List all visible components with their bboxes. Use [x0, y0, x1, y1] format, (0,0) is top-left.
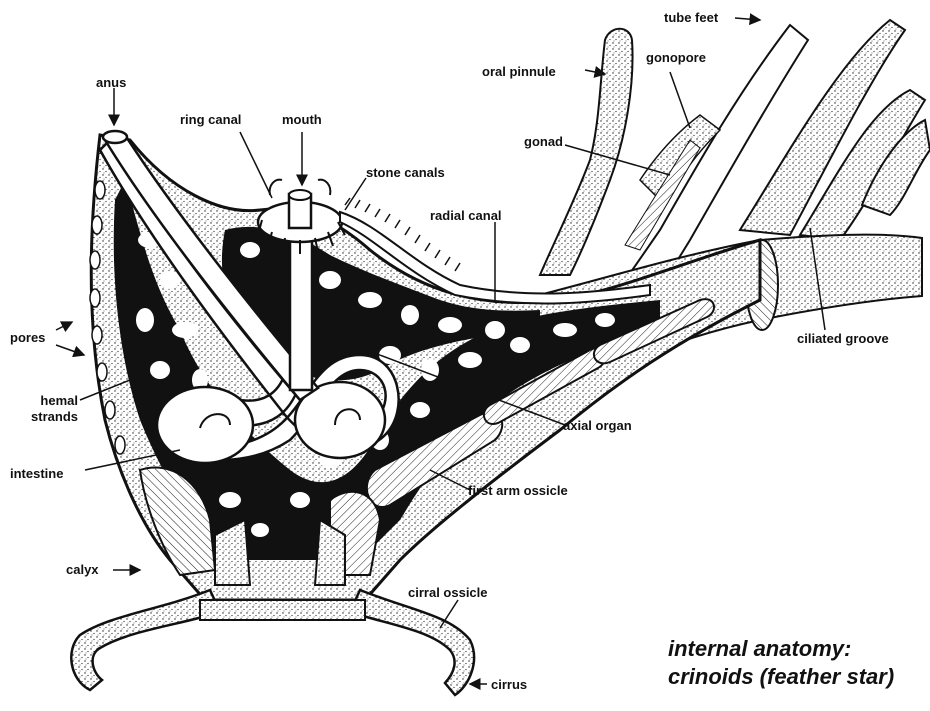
caption-line2: crinoids (feather star) [668, 663, 894, 691]
label-intestine: intestine [10, 466, 63, 481]
label-ciliated-groove: ciliated groove [797, 331, 889, 346]
label-axial-organ: axial organ [563, 418, 632, 433]
label-cirral-ossicle: cirral ossicle [408, 585, 488, 600]
label-gonad: gonad [524, 134, 563, 149]
label-tube-feet: tube feet [664, 10, 718, 25]
label-anus: anus [96, 75, 126, 90]
label-mouth: mouth [282, 112, 322, 127]
label-calyx: calyx [66, 562, 99, 577]
label-oral-pinnule: oral pinnule [482, 64, 556, 79]
cirri [71, 590, 474, 695]
label-radial-canal: radial canal [430, 208, 502, 223]
label-stone-canals: stone canals [366, 165, 445, 180]
label-hemal-strands: hemal strands [10, 393, 78, 425]
label-gonopore: gonopore [646, 50, 706, 65]
label-hemal-strands-line1: hemal [40, 393, 78, 408]
caption-line1: internal anatomy: [668, 635, 851, 663]
label-first-arm-ossicle: first arm ossicle [468, 483, 568, 498]
label-pores: pores [10, 330, 45, 345]
anus-opening [103, 131, 127, 143]
label-hemal-strands-line2: strands [31, 409, 78, 424]
label-cirrus: cirrus [491, 677, 527, 692]
label-ring-canal: ring canal [180, 112, 241, 127]
